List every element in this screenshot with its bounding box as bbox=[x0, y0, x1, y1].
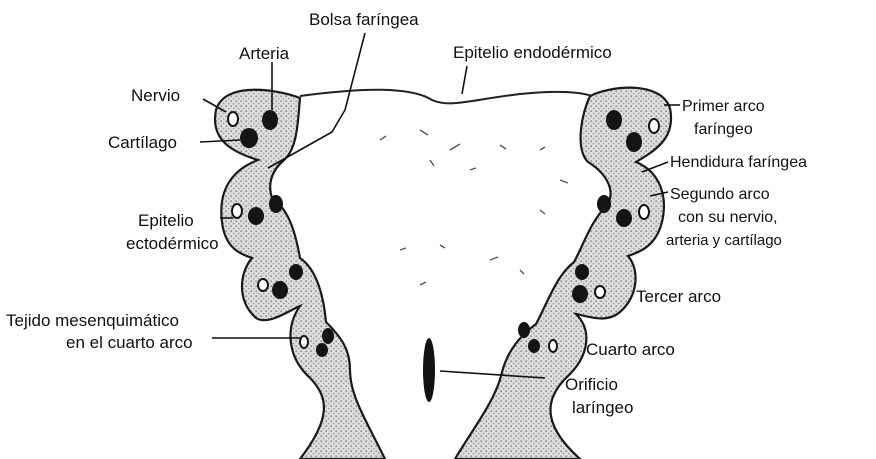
label-tejido-2: en el cuarto arco bbox=[66, 333, 193, 352]
label-cartilago: Cartílago bbox=[108, 133, 177, 152]
endodermal-texture bbox=[380, 130, 568, 285]
label-cuarto-arco: Cuarto arco bbox=[586, 340, 675, 359]
label-epitelio-endodermico: Epitelio endodérmico bbox=[453, 43, 612, 62]
label-bolsa-faringea: Bolsa faríngea bbox=[309, 10, 419, 29]
cartilage-arch3-left bbox=[272, 281, 288, 299]
cartilage-arch3-right bbox=[572, 285, 588, 303]
label-orificio-2: laríngeo bbox=[572, 398, 633, 417]
nerve-arch4-left bbox=[300, 336, 308, 348]
label-arteria: Arteria bbox=[239, 44, 290, 63]
artery-arch4-right bbox=[518, 322, 530, 338]
label-tejido-1: Tejido mesenquimático bbox=[6, 311, 179, 330]
nerve-arch2-right bbox=[639, 205, 649, 219]
cartilage-arch2-right bbox=[616, 209, 632, 227]
label-epitelio-ecto-1: Epitelio bbox=[138, 211, 194, 230]
artery-arch2-right bbox=[597, 195, 611, 213]
nerve-arch3-right bbox=[595, 286, 605, 298]
label-nervio: Nervio bbox=[131, 86, 180, 105]
label-segundo-arco-1: Segundo arco bbox=[670, 186, 770, 203]
cartilage-arch4-right bbox=[528, 339, 540, 353]
leader-epitelio-endo bbox=[462, 66, 467, 94]
artery-arch3-left bbox=[289, 264, 303, 280]
nerve-arch2-left bbox=[232, 204, 242, 218]
label-orificio-1: Orificio bbox=[565, 375, 618, 394]
nerve-arch1-right bbox=[649, 119, 659, 133]
cartilage-arch4-left bbox=[316, 343, 328, 357]
artery-arch1-right bbox=[606, 110, 622, 130]
cartilage-arch1-right bbox=[626, 132, 642, 152]
laryngeal-orifice bbox=[423, 338, 435, 402]
nerve-arch3-left bbox=[258, 279, 268, 291]
endodermal-epithelium-line bbox=[300, 90, 592, 104]
label-segundo-arco-2: con su nervio, bbox=[678, 209, 778, 226]
label-segundo-arco-3: arteria y cartílago bbox=[666, 232, 782, 249]
label-primer-arco-1: Primer arco bbox=[682, 98, 765, 115]
cartilage-arch2-left bbox=[248, 207, 264, 225]
artery-arch3-right bbox=[575, 264, 589, 280]
artery-arch2-left bbox=[269, 195, 283, 213]
label-tercer-arco: Tercer arco bbox=[636, 287, 721, 306]
label-epitelio-ecto-2: ectodérmico bbox=[126, 234, 219, 253]
nerve-arch1-left bbox=[228, 112, 238, 126]
label-hendidura-faringea: Hendidura faríngea bbox=[670, 154, 807, 171]
artery-arch1-left bbox=[262, 110, 278, 130]
nerve-arch4-right bbox=[549, 340, 557, 352]
artery-arch4-left bbox=[322, 328, 334, 344]
cartilage-arch1-left bbox=[240, 128, 258, 148]
label-primer-arco-2: faríngeo bbox=[694, 121, 753, 138]
